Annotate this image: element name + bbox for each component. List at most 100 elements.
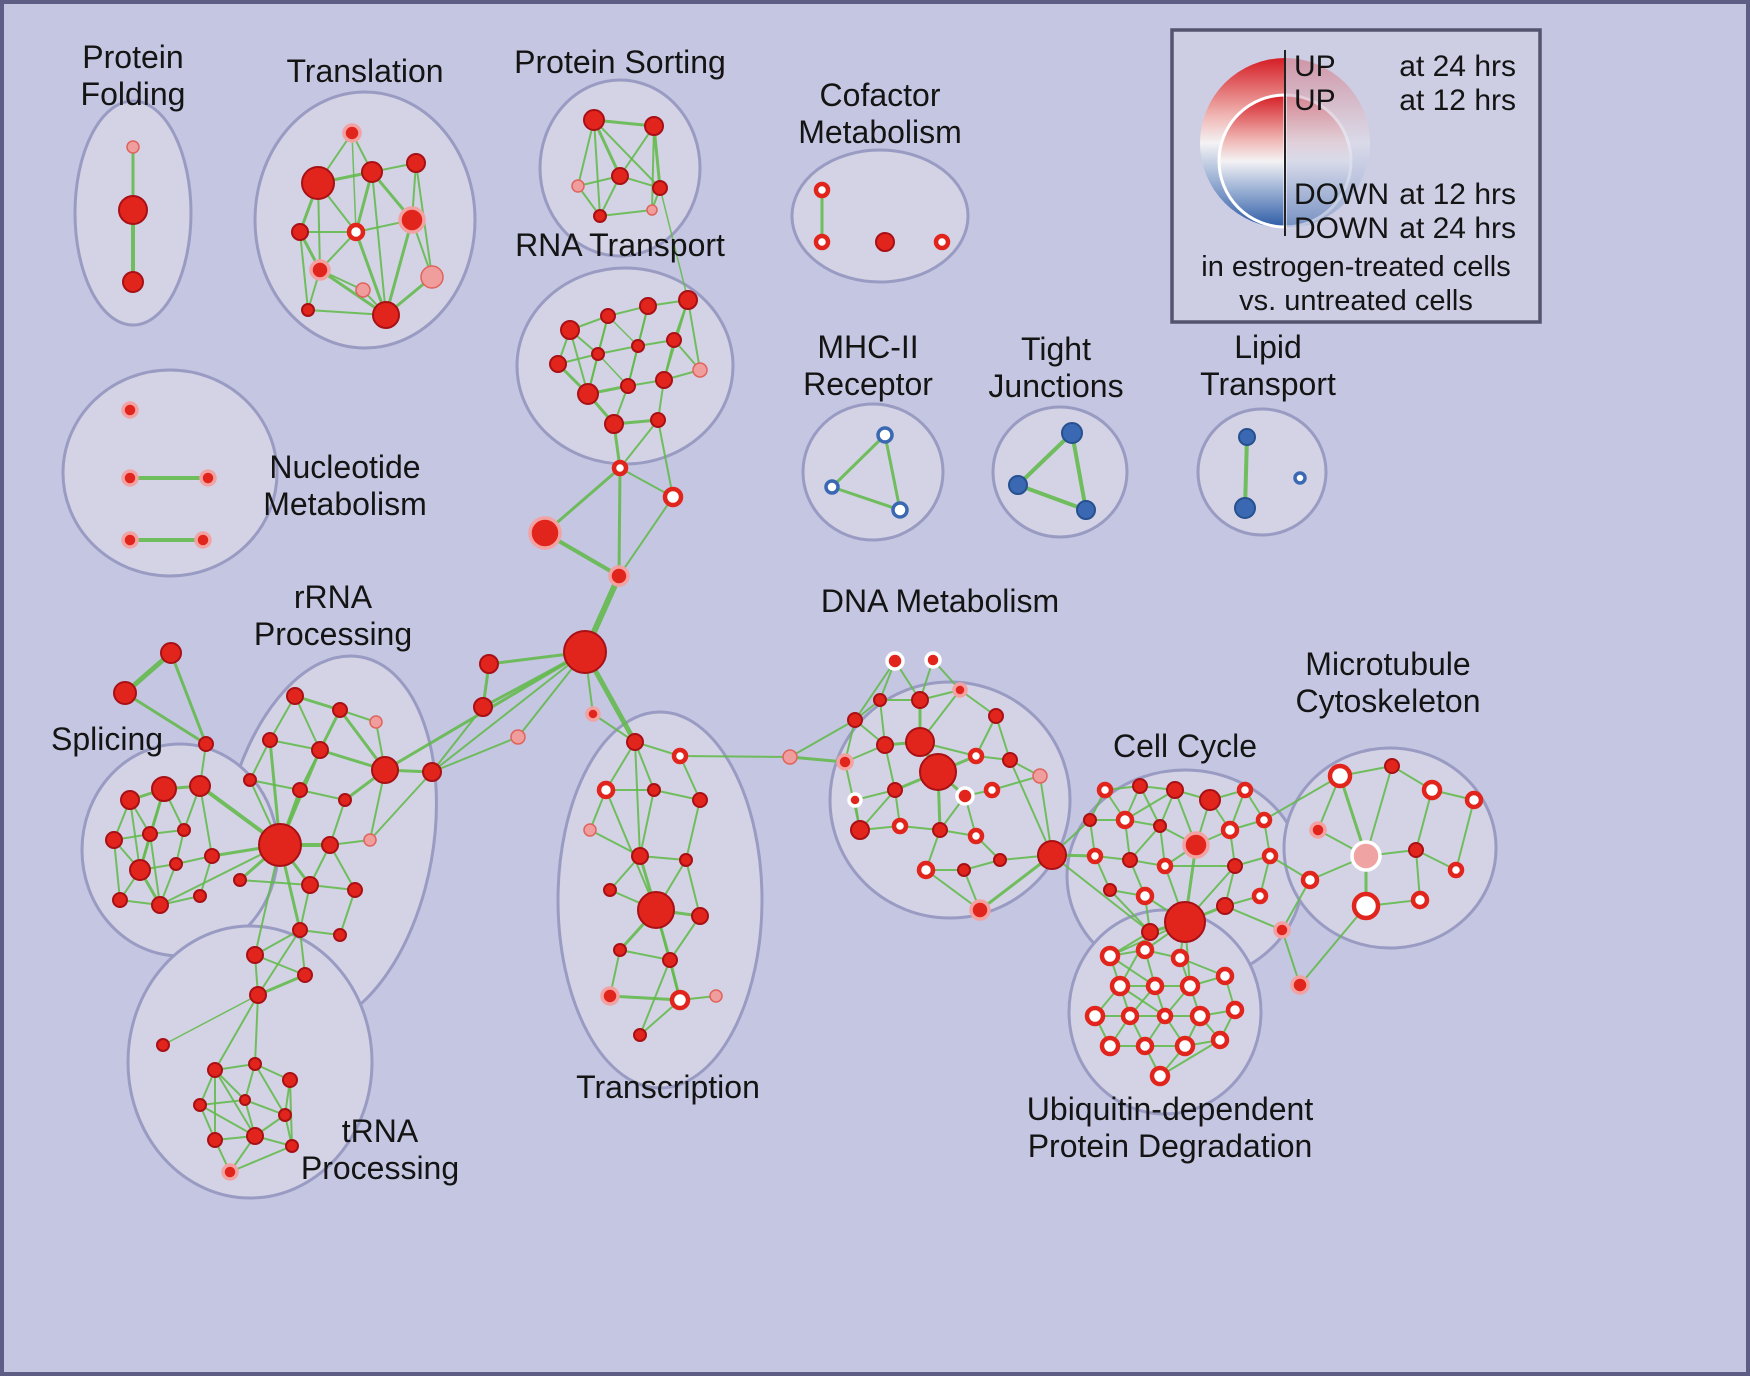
cluster-label-splicing: Splicing [51, 721, 163, 757]
gene-node [333, 928, 347, 942]
gene-node [262, 732, 278, 748]
edge [1051, 854, 1151, 933]
gene-node [321, 836, 339, 854]
gene-node [1408, 842, 1424, 858]
gene-node [824, 479, 840, 495]
gene-node [1103, 883, 1117, 897]
legend-down24-time: at 24 hrs [1399, 212, 1516, 245]
gene-node [600, 986, 620, 1006]
edge [1455, 799, 1475, 871]
gene-node [1174, 1035, 1196, 1057]
gene-node [1225, 1000, 1245, 1020]
gene-node [1135, 886, 1155, 906]
gene-node [571, 179, 585, 193]
gene-node [1227, 858, 1243, 874]
cluster-translation [253, 90, 477, 350]
gene-node [1179, 975, 1201, 997]
gene-node [120, 790, 140, 810]
legend-box: UP at 24 hrs UP at 12 hrs DOWN at 12 hrs… [1170, 28, 1542, 324]
gene-node [129, 859, 151, 881]
edge [991, 775, 1041, 791]
gene-node [372, 301, 400, 329]
edge [354, 230, 388, 317]
gene-node [297, 967, 313, 983]
edge [593, 119, 661, 189]
edge [1070, 431, 1088, 512]
edge [605, 741, 636, 791]
gene-node [105, 831, 123, 849]
gene-node [361, 161, 383, 183]
edge [1016, 431, 1074, 487]
gene-node [1141, 923, 1159, 941]
edge [634, 741, 641, 857]
gene-node [620, 378, 636, 394]
gene-node [626, 733, 644, 751]
cluster-nucleotide-metabolism [61, 368, 279, 578]
gene-node [398, 206, 426, 234]
gene-node [1410, 890, 1430, 910]
gene-node [967, 827, 985, 845]
gene-node [560, 320, 580, 340]
edge [687, 299, 701, 371]
edge [371, 171, 387, 316]
edge [351, 132, 357, 233]
gene-node [1327, 763, 1353, 789]
edge [657, 419, 674, 498]
edge [123, 691, 208, 746]
edge [605, 789, 657, 911]
gene-node [121, 401, 139, 419]
cluster-label-dna-metabolism: DNA Metabolism [821, 583, 1059, 619]
gene-node [782, 749, 798, 765]
gene-node [593, 209, 607, 223]
gene-node [207, 1062, 223, 1078]
edge [685, 799, 701, 861]
edge [199, 785, 213, 857]
gene-node [650, 412, 666, 428]
gene-node [633, 1028, 647, 1042]
gene-node [233, 873, 247, 887]
gene-node [891, 817, 909, 835]
gene-node [1351, 891, 1381, 921]
gene-node [1261, 847, 1279, 865]
gene-node [847, 792, 863, 808]
gene-node [510, 729, 526, 745]
gene-node [193, 889, 207, 903]
gene-node [1464, 790, 1484, 810]
gene-node [528, 516, 562, 550]
gene-node [1099, 1035, 1121, 1057]
gene-node [613, 943, 627, 957]
gene-node [122, 271, 144, 293]
gene-node [876, 426, 894, 444]
gene-node [113, 681, 137, 705]
gene-node [666, 332, 682, 348]
gene-node [1189, 1005, 1211, 1027]
gene-node [112, 892, 128, 908]
gene-node [301, 166, 335, 200]
gene-node [967, 747, 985, 765]
gene-node [952, 682, 968, 698]
gene-node [160, 642, 182, 664]
gene-node [282, 1072, 298, 1088]
edge [569, 329, 589, 395]
gene-node [1061, 422, 1083, 444]
gene-node [1251, 887, 1269, 905]
gene-node [249, 986, 267, 1004]
edge [254, 994, 259, 1065]
gene-node [611, 459, 629, 477]
edge [431, 651, 586, 773]
gene-node [905, 727, 935, 757]
edge [294, 695, 321, 751]
edge [169, 651, 208, 746]
gene-node [873, 693, 887, 707]
gene-node [1350, 840, 1382, 872]
gene-node [577, 383, 599, 405]
edge [254, 1063, 286, 1116]
legend-inner-disc-left [1217, 93, 1287, 229]
gene-node [549, 355, 567, 373]
